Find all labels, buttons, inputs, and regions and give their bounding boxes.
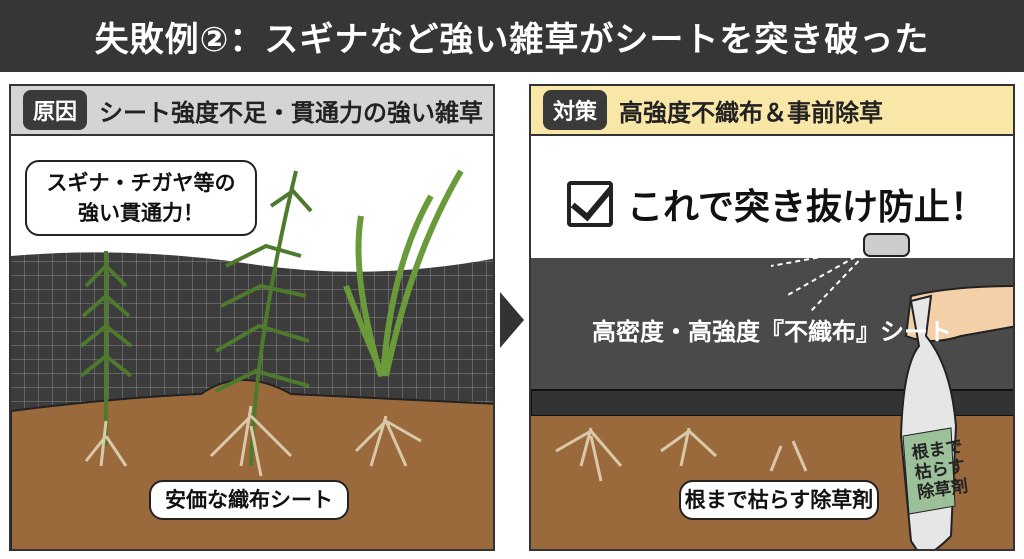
solution-tag: 対策	[543, 90, 608, 130]
cause-panel: 原因 シート強度不足・貫通力の強い雑草 スギナ・チガヤ等の 強い貫通力！ 安価な…	[9, 84, 495, 551]
herbicide-label: 根まで枯らす除草剤	[679, 480, 879, 520]
arrow-right-icon	[500, 292, 524, 348]
penetration-speech-bubble: スギナ・チガヤ等の 強い貫通力！	[25, 160, 257, 236]
solution-heading: 高強度不織布＆事前除草	[619, 98, 884, 127]
roots	[84, 405, 422, 477]
roots	[555, 427, 808, 482]
spray-nozzle	[863, 233, 910, 257]
cause-heading: シート強度不足・貫通力の強い雑草	[99, 98, 484, 127]
nonwoven-sheet-label: 高密度・高強度『不織布』シート	[592, 318, 952, 346]
cogongrass-weed	[343, 169, 464, 378]
cause-tag: 原因	[23, 90, 88, 130]
bubble-line-2: 強い貫通力！	[78, 201, 204, 225]
checkbox-checked-icon	[567, 181, 613, 227]
nonwoven-sheet-illustration	[531, 233, 1013, 549]
cause-header: 原因 シート強度不足・貫通力の強い雑草	[11, 86, 493, 136]
woven-sheet-label: 安価な織布シート	[149, 480, 349, 520]
hand	[904, 285, 1013, 342]
solution-header: 対策 高強度不織布＆事前除草	[531, 86, 1013, 136]
bubble-line-1: スギナ・チガヤ等の	[46, 171, 236, 195]
solution-panel: 対策 高強度不織布＆事前除草 これで突き抜け防止！ 高密度・高強度『不織布』シー…	[529, 84, 1015, 551]
bottle-label: 根まで 枯らす 除草剤	[901, 435, 979, 504]
prevention-text: これで突き抜け防止！	[627, 187, 986, 228]
prevention-message: これで突き抜け防止！	[567, 178, 986, 230]
page-title: 失敗例②：スギナなど強い雑草がシートを突き破った	[0, 0, 1024, 72]
spray-mist	[770, 247, 872, 312]
weeds-through-sheet-illustration	[11, 169, 493, 549]
